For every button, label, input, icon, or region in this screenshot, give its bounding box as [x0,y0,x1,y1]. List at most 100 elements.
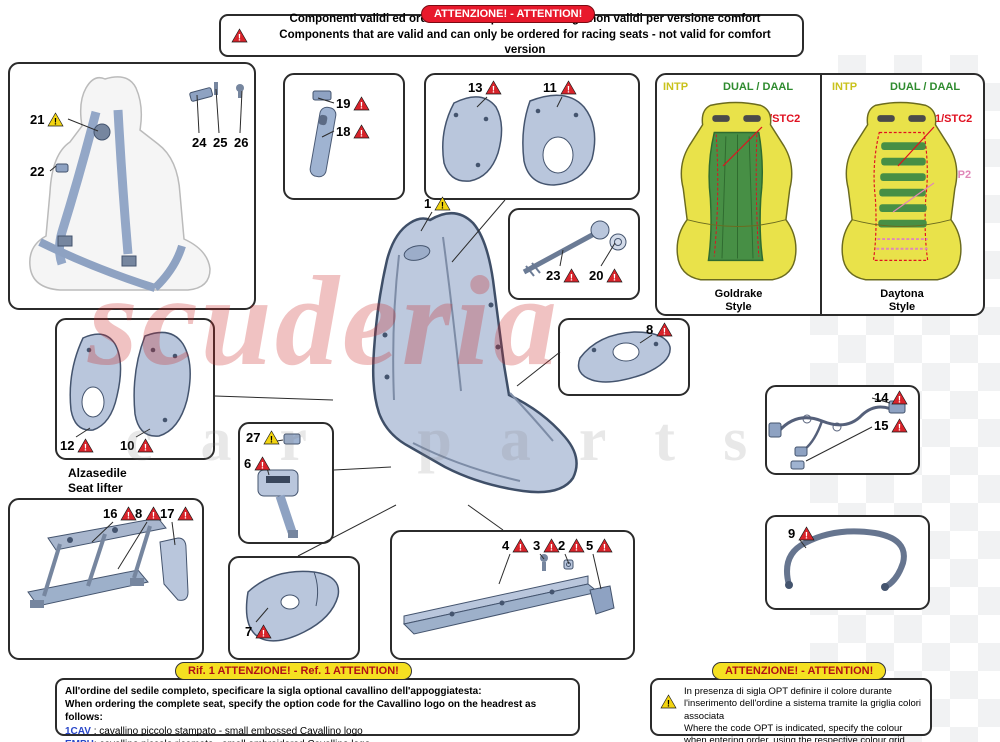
ref1-attention-banner-label: Rif. 1 ATTENZIONE! - Ref. 1 ATTENTION! [188,665,399,677]
tube-9-illustration [784,528,907,591]
ref1-code2-desc: : cavallino piccolo ricamato - small emb… [94,739,370,742]
svg-text:!: ! [613,273,616,284]
svg-text:!: ! [84,443,87,454]
seat-lifter-box [8,498,204,660]
belt-guide-box [283,73,405,200]
daytona-caption-line1: Daytona [880,288,924,300]
svg-text:!: ! [667,699,670,710]
callout-24[interactable]: 24 [192,135,207,150]
callout-22[interactable]: 22 [30,164,45,179]
daytona-caption-line2: Style [888,301,916,314]
warning-icon: ! [485,80,503,96]
callout-26[interactable]: 26 [234,135,249,150]
side-panels-box-top [424,73,640,200]
opt-note-body: ! In presenza di sigla OPT definire il c… [652,680,930,742]
svg-text:!: ! [519,543,522,554]
callout-7[interactable]: 7! [245,624,272,640]
warning-icon: ! [254,456,271,472]
callout-25[interactable]: 25 [213,135,228,150]
ref1-code2-line: EMPH: cavallino piccolo ricamato - small… [65,738,570,742]
belt-guide-illustration [309,90,337,178]
goldrake-caption-line1: Goldrake [714,288,763,300]
warning-icon: ! [137,438,155,454]
callout-6[interactable]: 6! [244,456,271,472]
warning-icon: ! [353,124,371,140]
callout-11[interactable]: 11! [543,80,577,96]
warning-icon: ! [47,112,65,128]
ref1-attention-banner: Rif. 1 ATTENZIONE! - Ref. 1 ATTENTION! [175,662,412,680]
ref1-note-body: All'ordine del sedile completo, specific… [57,680,578,742]
callout-21[interactable]: 21! [30,112,65,128]
daytona-seat-illustration [841,101,962,281]
tube-9-box [765,515,930,610]
callout-13[interactable]: 13! [468,80,503,96]
warning-icon: ! [434,196,451,212]
opt-line-en: Where the code OPT is indicated, specify… [684,723,905,742]
warning-icon: ! [120,506,138,522]
callout-3[interactable]: 3! [533,538,560,554]
callout-16[interactable]: 16! [103,506,138,522]
svg-text:!: ! [54,117,57,128]
side-panel-8-illustration [577,331,671,383]
opt-attention-banner-label: ATTENZIONE! - ATTENTION! [725,665,874,677]
callout-2[interactable]: 2! [558,538,585,554]
warning-icon: ! [263,430,281,446]
daytona-intp-label: INTP [832,81,858,93]
seat-styles-box: INTP DUAL / DAAL STC1/STC2 Goldrake Styl… [655,73,985,316]
callout-10[interactable]: 10! [120,438,155,454]
callout-4[interactable]: 4! [502,538,529,554]
callout-23[interactable]: 23! [546,268,581,284]
goldrake-intp-label: INTP [663,81,689,93]
opt-note-text: In presenza di sigla OPT definire il col… [684,686,922,742]
warning-icon: ! [353,96,371,112]
svg-text:!: ! [567,85,570,96]
svg-text:!: ! [262,629,265,640]
callout-15[interactable]: 15! [874,418,909,434]
ref1-line-it: All'ordine del sedile completo, specific… [65,686,482,697]
ref1-note: All'ordine del sedile completo, specific… [55,678,580,742]
warning-icon: ! [656,322,673,338]
warning-icon: ! [660,694,677,710]
daytona-dual-label: DUAL / DAAL [890,81,961,93]
callout-1[interactable]: 1! [424,196,451,212]
callout-8b[interactable]: 8! [135,506,162,522]
warning-icon: ! [798,526,815,542]
callout-20[interactable]: 20! [589,268,624,284]
ref1-line-en: When ordering the complete seat, specify… [65,699,537,724]
callout-5[interactable]: 5! [586,538,613,554]
callout-17[interactable]: 17! [160,506,195,522]
svg-text:!: ! [360,129,363,140]
harness-illustration [29,76,244,292]
svg-text:!: ! [898,395,901,406]
callout-9[interactable]: 9! [788,526,815,542]
seat-lifter-illustration [27,517,189,608]
callout-12[interactable]: 12! [60,438,95,454]
bracket-7-illustration [245,570,340,642]
callout-18[interactable]: 18! [336,124,371,140]
warning-icon: ! [560,80,577,96]
svg-text:!: ! [492,85,495,96]
code-1cav: 1CAV [65,725,91,737]
bracket-7-box [228,556,360,660]
svg-text:!: ! [144,443,147,454]
ref1-code1-line: 1CAV : cavallino piccolo stampato - smal… [65,725,570,738]
warning-icon: ! [606,268,624,284]
side-panels-left-illustration [69,331,191,437]
main-seat-illustration [371,212,578,494]
warning-icon: ! [596,538,613,554]
svg-text:!: ! [663,327,666,338]
callout-14[interactable]: 14! [874,390,909,406]
callout-27[interactable]: 27! [246,430,281,446]
callout-8[interactable]: 8! [646,322,673,338]
svg-text:!: ! [270,435,273,446]
svg-text:!: ! [575,543,578,554]
warning-icon: ! [891,390,909,406]
side-panels-illustration [442,94,596,186]
buckle-illustration [257,433,301,538]
warning-icon: ! [568,538,585,554]
opt-line-it: In presenza di sigla OPT definire il col… [684,686,922,722]
top-attention-line-en: Components that are valid and can only b… [279,28,771,57]
adjuster-knob-box [508,208,640,300]
harness-parts-box [8,62,256,310]
callout-19[interactable]: 19! [336,96,371,112]
